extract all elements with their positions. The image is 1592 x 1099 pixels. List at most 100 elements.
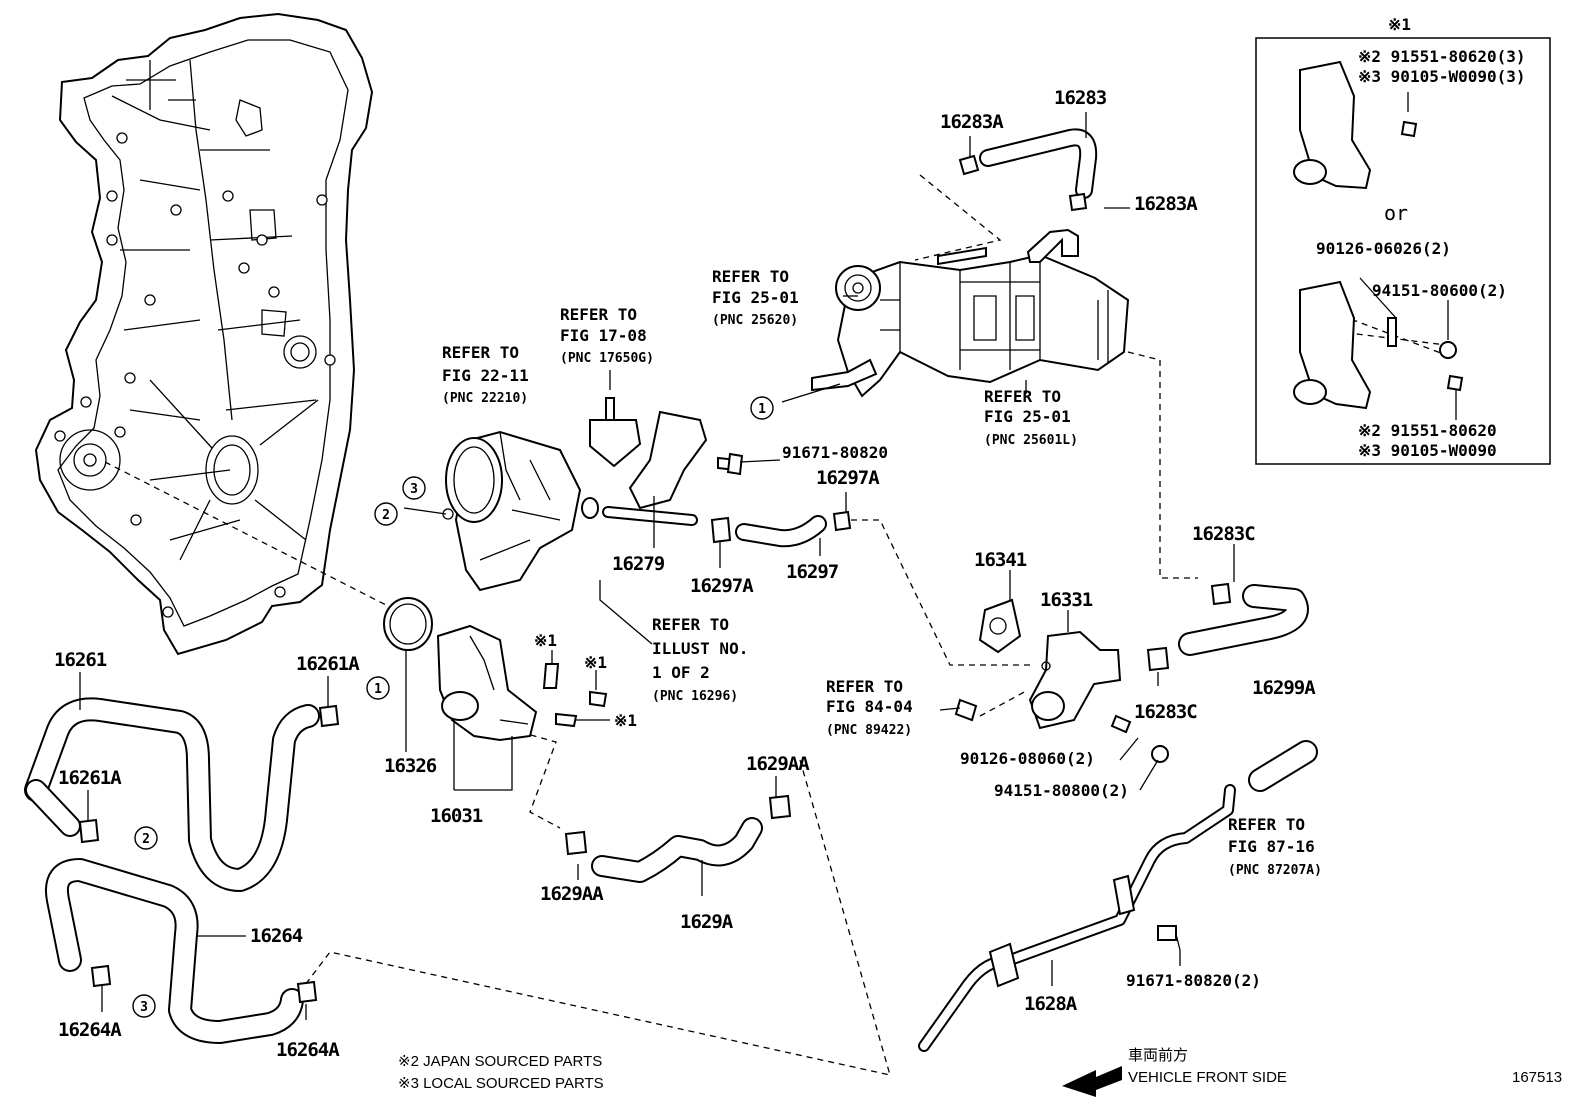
inset-fastener-c2: ※3 90105-W0090: [1358, 441, 1497, 460]
ref-17650-line3: (PNC 17650G): [560, 351, 654, 366]
callout-3-a: 3: [410, 482, 418, 497]
inset-title: ※1: [1388, 15, 1411, 34]
label-16264a-left: 16264A: [58, 1019, 122, 1041]
ref-89422-line1: REFER TO: [826, 677, 903, 696]
label-90126-08060: 90126-08060(2): [960, 749, 1095, 768]
clamp-16297a-right: [832, 510, 852, 532]
callout-2-b: 2: [142, 832, 150, 847]
label-16031: 16031: [430, 805, 483, 827]
hose-16283: [979, 128, 1098, 199]
callout-1-b: 1: [374, 682, 382, 697]
inset-or: or: [1384, 201, 1408, 225]
ref-17650-line2: FIG 17-08: [560, 326, 647, 345]
callout-3-b: 3: [140, 1000, 148, 1015]
footer-notes: ※2 JAPAN SOURCED PARTS ※3 LOCAL SOURCED …: [398, 1047, 1562, 1092]
ref-22210-line2: FIG 22-11: [442, 366, 529, 385]
mark-kome1-nut: ※1: [584, 653, 607, 672]
note-local-sourced: ※3 LOCAL SOURCED PARTS: [398, 1075, 604, 1092]
label-16261: 16261: [54, 649, 107, 671]
label-16283c-lower: 16283C: [1134, 701, 1197, 723]
ref-25620-line1: REFER TO: [712, 267, 789, 286]
ref-87207-line1: REFER TO: [1228, 815, 1305, 834]
label-16279: 16279: [612, 553, 665, 575]
vehicle-front-en: VEHICLE FRONT SIDE: [1128, 1069, 1287, 1086]
mark-kome1-stud: ※1: [534, 631, 557, 650]
label-94151-80800: 94151-80800(2): [994, 781, 1129, 800]
water-bypass-pipe-16279: [581, 410, 708, 526]
clamp-1629aa-right: [768, 794, 792, 820]
figure-number: 167513: [1512, 1069, 1562, 1086]
label-16331: 16331: [1040, 589, 1093, 611]
ref-22210-line3: (PNC 22210): [442, 391, 528, 406]
part-number-labels: 16283 16283A 16283A 16279 16297A 16297A …: [54, 87, 1317, 1061]
inset-fastener-a1: ※2 91551-80620(3): [1358, 47, 1526, 66]
label-16297a-right: 16297A: [816, 467, 880, 489]
ref-25601-line3: (PNC 25601L): [984, 433, 1078, 448]
label-16297: 16297: [786, 561, 839, 583]
label-16264a-right: 16264A: [276, 1039, 340, 1061]
ref-17650-line1: REFER TO: [560, 305, 637, 324]
clamp-16297a-left: [710, 516, 732, 544]
mark-kome1-bolt: ※1: [614, 711, 637, 730]
ref-87207-line3: (PNC 87207A): [1228, 863, 1322, 878]
vehicle-front-jp: 車両前方: [1128, 1047, 1188, 1064]
clamp-1629aa-left: [564, 830, 588, 856]
reference-labels: REFER TO FIG 25-01 (PNC 25620) REFER TO …: [442, 267, 1322, 878]
hose-16297: [735, 515, 827, 548]
inset-fastener-c1: ※2 91551-80620: [1358, 421, 1497, 440]
clamp-16283c-upper: [1210, 582, 1232, 606]
label-16326: 16326: [384, 755, 437, 777]
clamp-16264a-right: [296, 980, 318, 1004]
label-1629a: 1629A: [680, 911, 734, 933]
bolt-91671-80820: [717, 452, 744, 476]
vacuum-switching-valve: [589, 370, 642, 468]
clamp-16283a-upper: [958, 154, 980, 176]
label-16283a-upper: 16283A: [940, 111, 1004, 133]
ref-22210-line1: REFER TO: [442, 343, 519, 362]
clamp-16261a-lower: [78, 818, 100, 844]
water-pipe-1628a: [918, 784, 1236, 1052]
label-91671-80820-2: 91671-80820(2): [1126, 971, 1261, 990]
bolt-91671-80820-lower: [1157, 925, 1181, 951]
stud-90126-08060: [1110, 714, 1132, 734]
label-16283a-lower: 16283A: [1134, 193, 1198, 215]
gasket-16326: [383, 597, 433, 651]
label-16283: 16283: [1054, 87, 1107, 109]
water-outlet-16331: [1028, 630, 1122, 730]
hose-1629a: [591, 817, 763, 883]
ref-25620-line3: (PNC 25620): [712, 313, 798, 328]
label-1629aa-right: 1629AA: [746, 753, 810, 775]
vehicle-front-arrow-icon: [1062, 1066, 1122, 1097]
ref-16296-line1: REFER TO: [652, 615, 729, 634]
clamp-16283a-lower: [1068, 192, 1088, 212]
callout-2-a: 2: [382, 508, 390, 523]
inset-labels: ※1 ※2 91551-80620(3) ※3 90105-W0090(3) o…: [1316, 15, 1526, 460]
throttle-body-illustration: [403, 430, 582, 592]
stud-and-nut-inlet: [542, 663, 608, 728]
ref-25601-line2: FIG 25-01: [984, 407, 1071, 426]
label-16264: 16264: [250, 925, 303, 947]
ref-16296-line2: ILLUST NO.: [652, 639, 748, 658]
inset-fastener-b1: 90126-06026(2): [1316, 239, 1451, 258]
clamp-16261a-upper: [318, 704, 340, 728]
label-16341: 16341: [974, 549, 1027, 571]
label-16297a-left: 16297A: [690, 575, 754, 597]
egr-cooler-illustration: [811, 228, 1130, 398]
label-1628a: 1628A: [1024, 993, 1078, 1015]
clamp-16283c-lower: [1146, 646, 1170, 672]
callout-1-a: 1: [758, 402, 766, 417]
label-91671-80820: 91671-80820: [782, 443, 888, 462]
gasket-16341: [978, 598, 1022, 654]
inset-fastener-a2: ※3 90105-W0090(3): [1358, 67, 1526, 86]
label-16261a-upper: 16261A: [296, 653, 360, 675]
nut-94151-80800: [1151, 745, 1169, 763]
water-inlet-16031: [436, 624, 538, 742]
solid-leader-lines: [79, 92, 1457, 1020]
label-16283c-upper: 16283C: [1192, 523, 1255, 545]
fastener-inset-box: [1255, 37, 1551, 465]
hose-16299a: [1178, 584, 1309, 656]
temperature-sensor: [954, 698, 978, 722]
ref-89422-line3: (PNC 89422): [826, 723, 912, 738]
ref-25620-line2: FIG 25-01: [712, 288, 799, 307]
